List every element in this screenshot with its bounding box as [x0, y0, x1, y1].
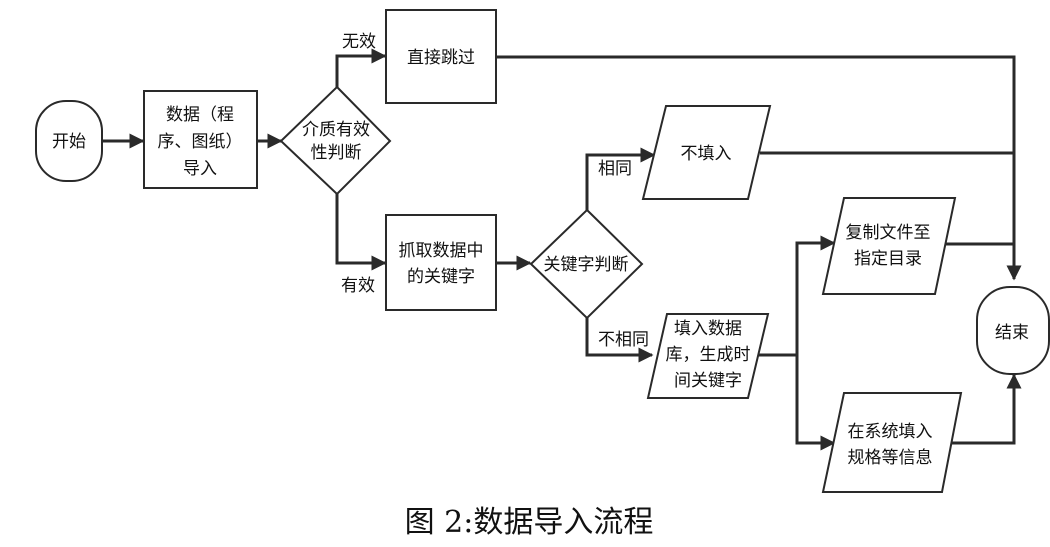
- node-start: 开始: [35, 100, 103, 182]
- media-check-label-line-2: 性判断: [311, 143, 362, 163]
- edge-invalid-to-skip: [335, 48, 387, 87]
- no-fill-label: 不填入: [681, 144, 732, 164]
- fill-db-label-line-1: 填入数据: [674, 319, 742, 339]
- start-terminal-shape: [35, 100, 103, 182]
- node-media-check: 介质有效 性判断: [279, 85, 392, 196]
- media-check-decision-shape: [279, 85, 392, 196]
- fill-db-label-line-2: 库，生成时: [666, 345, 751, 365]
- copy-file-data-shape: [821, 197, 957, 295]
- fill-info-label-line-2: 规格等信息: [848, 448, 933, 468]
- import-label-line-3: 导入: [183, 159, 217, 179]
- node-no-fill: 不填入: [641, 105, 772, 200]
- keyword-check-label: 关键字判断: [544, 255, 629, 275]
- grab-keywords-label-line-1: 抓取数据中: [399, 241, 484, 261]
- edge-same-to-no-fill: [585, 147, 656, 210]
- figure-caption: 图 2:数据导入流程: [405, 505, 654, 540]
- end-label: 结束: [995, 323, 1029, 343]
- node-end: 结束: [976, 286, 1050, 375]
- node-import: 数据（程 序、图纸） 导入: [143, 90, 258, 189]
- edge-valid-to-grab: [335, 194, 387, 271]
- edge-skip-to-end: [497, 55, 1022, 281]
- node-skip: 直接跳过: [385, 9, 497, 104]
- node-grab-keywords: 抓取数据中 的关键字: [385, 214, 497, 311]
- edge-branch-to-copy-file: [795, 235, 836, 355]
- edge-branch-to-fill-info: [795, 355, 836, 451]
- import-label-line-2: 序、图纸）: [158, 132, 243, 152]
- import-label-line-1: 数据（程: [166, 105, 234, 125]
- edge-label-same: 相同: [598, 159, 632, 179]
- start-label: 开始: [52, 132, 86, 152]
- fill-db-data-shape: [646, 313, 770, 399]
- edge-fill-info-to-end: [944, 373, 1022, 445]
- copy-file-label-line-2: 指定目录: [854, 249, 922, 269]
- edges: [102, 48, 1022, 451]
- node-fill-info: 在系统填入 规格等信息: [821, 392, 963, 493]
- end-terminal-shape: [976, 286, 1050, 375]
- edge-different-to-fill-db: [585, 318, 654, 363]
- edge-label-invalid: 无效: [342, 32, 376, 52]
- grab-keywords-label-line-2: 的关键字: [407, 267, 475, 287]
- fill-info-label-line-1: 在系统填入: [848, 422, 933, 442]
- media-check-label-line-1: 介质有效: [302, 120, 370, 140]
- keyword-check-decision-shape: [529, 208, 644, 320]
- grab-keywords-process-shape: [385, 214, 497, 311]
- fill-db-label-line-3: 间关键字: [674, 371, 742, 391]
- copy-file-label-line-1: 复制文件至: [846, 223, 931, 243]
- skip-label: 直接跳过: [407, 48, 475, 68]
- fill-info-data-shape: [821, 392, 963, 493]
- node-copy-file: 复制文件至 指定目录: [821, 197, 957, 295]
- edge-label-different: 不相同: [598, 330, 649, 350]
- import-process-shape: [143, 90, 258, 189]
- skip-process-shape: [385, 9, 497, 104]
- node-keyword-check: 关键字判断: [529, 208, 644, 320]
- no-fill-data-shape: [641, 105, 772, 200]
- node-fill-db: 填入数据 库，生成时 间关键字: [646, 313, 770, 399]
- edge-label-valid: 有效: [341, 276, 375, 296]
